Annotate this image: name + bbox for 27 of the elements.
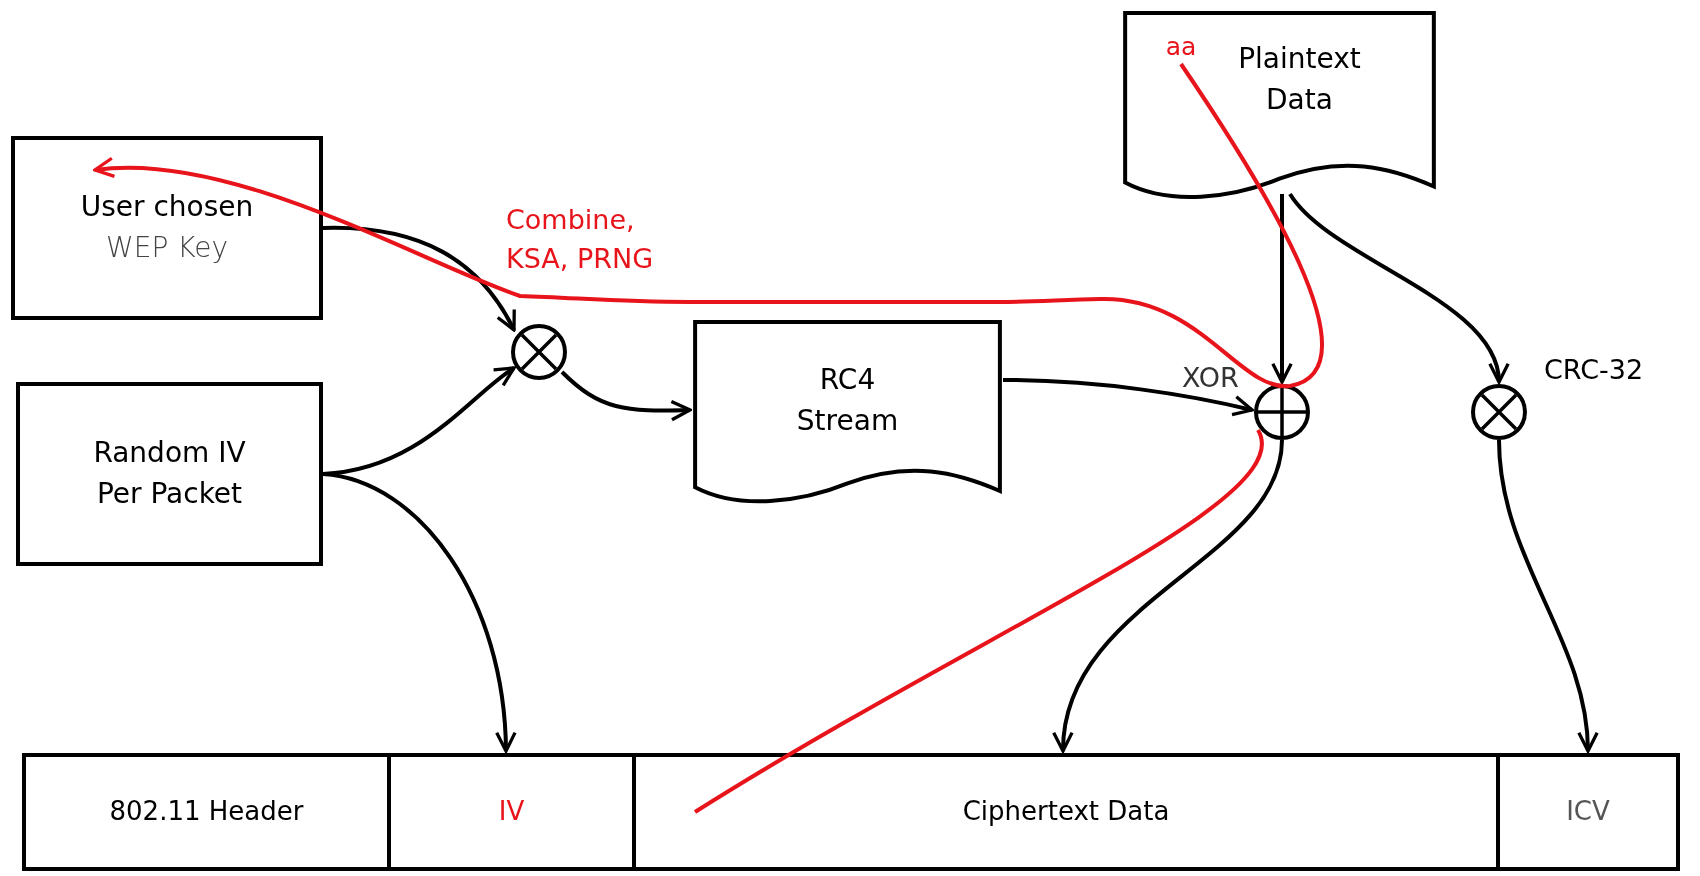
process-box [11,136,323,320]
node-label: User chosen [80,189,254,226]
node-caption: Combine, KSA, PRNG [506,203,655,277]
node-label: Ciphertext Data [962,795,1170,829]
process-box [16,382,323,566]
node-label: 802.11 Header [109,795,304,829]
operator-circle [1254,384,1310,440]
node-label: IV [498,795,525,829]
arrow [323,226,516,332]
operator-circle [1471,384,1527,440]
node-label: RC4 Stream [795,362,900,439]
node-label: Random IV Per Packet [92,435,247,512]
arrow [1288,192,1507,384]
arrow [1054,439,1284,753]
node-label: Plaintext Data [1237,41,1362,118]
node-caption: CRC-32 [1544,353,1645,387]
node-caption: XOR [1182,361,1240,395]
node-label: ICV [1566,795,1610,829]
annotation-arrow [93,62,1324,388]
node-label: aa [1165,30,1197,63]
node-label: WEP Key [106,230,228,266]
arrow [322,472,516,753]
operator-circle [511,324,567,380]
arrow [1497,439,1598,753]
arrow [1271,194,1293,384]
arrow [560,370,692,422]
arrow [1002,378,1254,417]
